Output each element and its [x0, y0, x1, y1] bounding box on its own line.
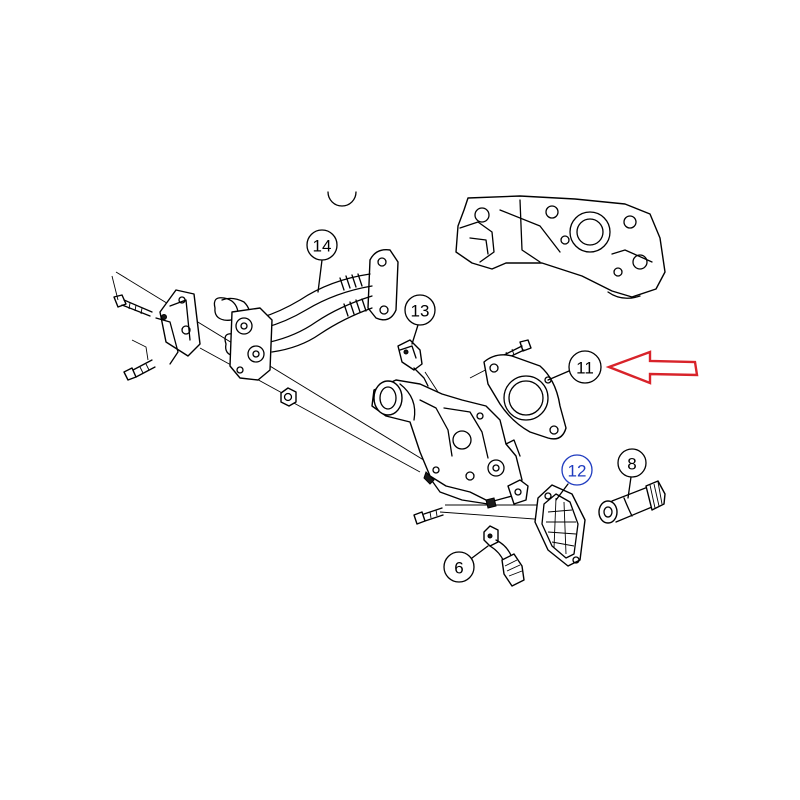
housing-gasket: [483, 354, 567, 440]
housing-bolt-lower: [413, 507, 444, 525]
svg-text:8: 8: [627, 455, 636, 474]
svg-text:11: 11: [576, 359, 594, 378]
callout-12: 12: [561, 454, 593, 486]
callout-11: 11: [568, 350, 602, 384]
bracket-bolt-upper: [113, 294, 153, 317]
svg-text:13: 13: [411, 302, 430, 321]
callout-6: 6: [443, 551, 475, 583]
svg-text:14: 14: [313, 237, 332, 256]
bracket-guide-mark: [111, 275, 149, 361]
svg-text:12: 12: [568, 462, 587, 481]
oil-cooler-lines: [213, 249, 399, 381]
callout-14: 14: [306, 229, 338, 261]
engine-block-fragment: [455, 195, 666, 299]
svg-text:6: 6: [454, 559, 463, 578]
temperature-sensor: [397, 339, 429, 387]
bracket-bolt-lower: [123, 359, 156, 381]
coolant-pipe: [598, 480, 666, 524]
housing-mount-tab: [507, 479, 529, 505]
leader-lines: [317, 259, 632, 559]
coolant-fitting: [483, 525, 525, 587]
callout-13: 13: [404, 294, 436, 326]
callout-8: 8: [617, 448, 647, 478]
partial-callout-circle: [327, 191, 357, 207]
housing-cover-plate: [534, 484, 586, 567]
oil-cooler-bracket: [155, 289, 201, 365]
red-pointer-arrow-icon: [605, 350, 699, 385]
nut: [280, 387, 297, 407]
